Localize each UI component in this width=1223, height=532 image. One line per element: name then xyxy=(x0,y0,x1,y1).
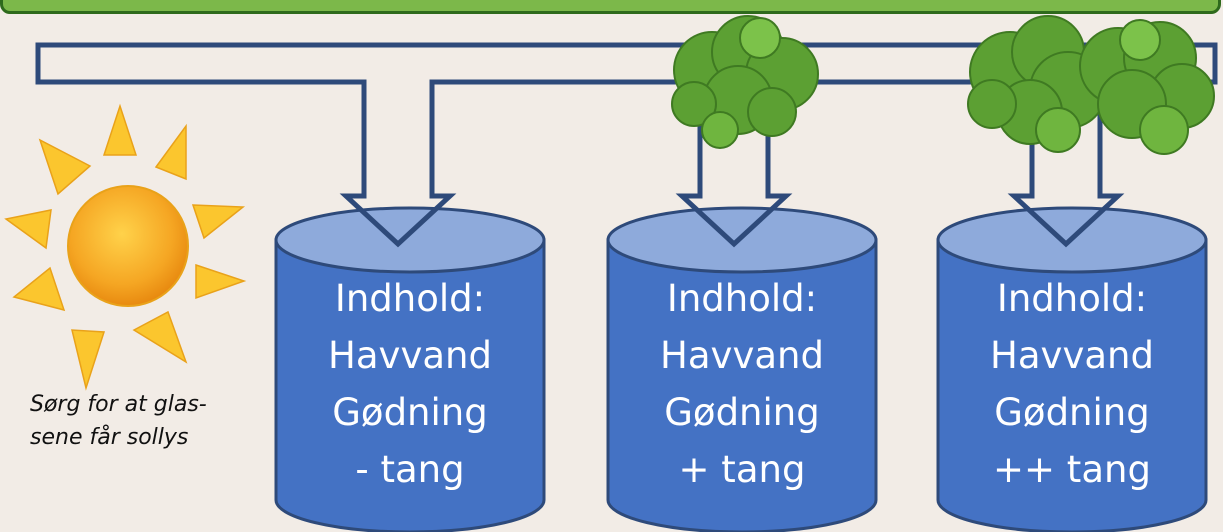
sun-rays xyxy=(4,103,247,391)
caption-line1: Sørg for at glas- xyxy=(30,392,207,417)
seaweed-icon xyxy=(671,15,1215,155)
distribution-pipe xyxy=(35,42,1218,248)
jar-3-line2: Havvand xyxy=(990,334,1154,377)
jar-3-line4: ++ tang xyxy=(993,448,1151,491)
jar-3-line3: Gødning xyxy=(994,391,1150,434)
sunlight-caption: Sørg for at glas- sene får sollys xyxy=(30,388,250,454)
jar-1-line3: Gødning xyxy=(332,391,488,434)
jar-2-label: Indhold: Havvand Gødning + tang xyxy=(607,270,877,498)
jar-1-line2: Havvand xyxy=(328,334,492,377)
jar-1 xyxy=(274,206,546,532)
jar-1-line4: - tang xyxy=(355,448,465,491)
jar-2-line2: Havvand xyxy=(660,334,824,377)
jar-2-line1: Indhold: xyxy=(666,277,818,320)
caption-line2: sene får sollys xyxy=(30,425,189,450)
jar-3-line1: Indhold: xyxy=(996,277,1148,320)
header-bar xyxy=(0,0,1221,14)
jar-3-label: Indhold: Havvand Gødning ++ tang xyxy=(937,270,1207,498)
jar-1-line1: Indhold: xyxy=(334,277,486,320)
sun-icon xyxy=(4,103,247,391)
jar-1-label: Indhold: Havvand Gødning - tang xyxy=(275,270,545,498)
jar-2-line4: + tang xyxy=(678,448,806,491)
jar-2-line3: Gødning xyxy=(664,391,820,434)
